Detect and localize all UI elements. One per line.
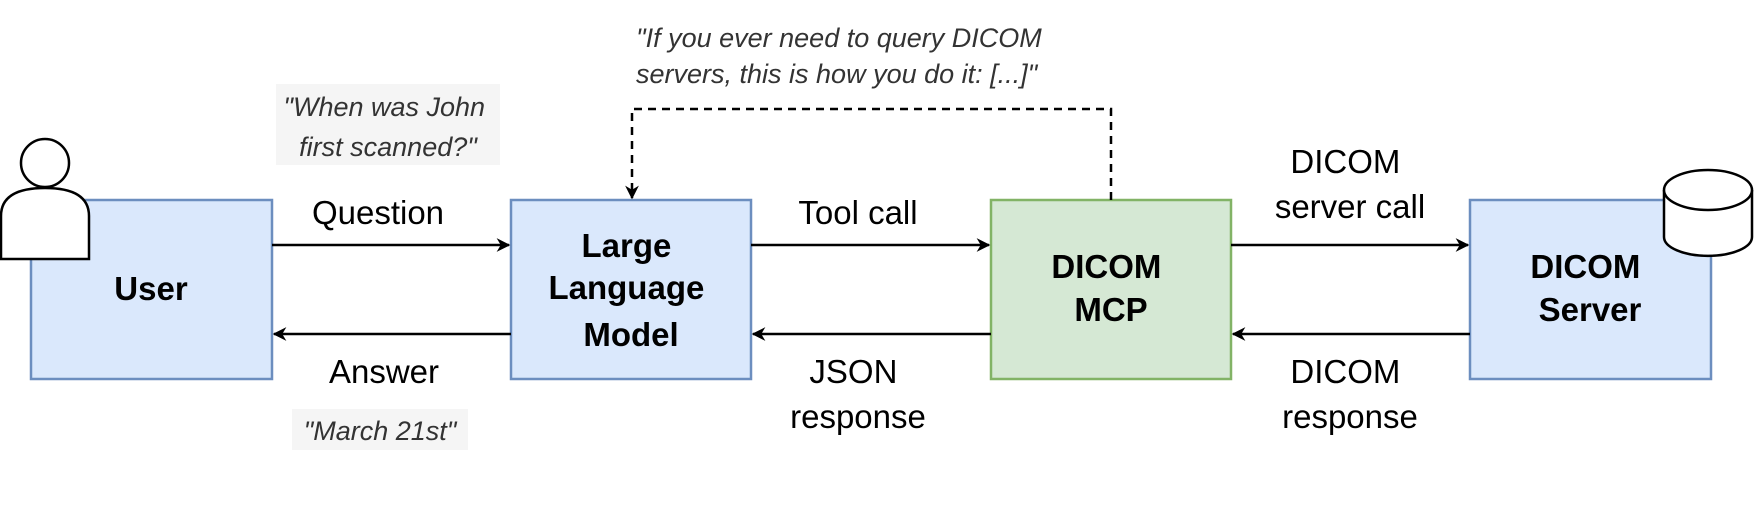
answer-label: Answer <box>329 353 439 390</box>
dicom-mcp-box <box>989 198 1233 381</box>
dicom-server-label: DICOM Server <box>1530 248 1649 328</box>
json-response-label: JSON response <box>790 353 926 435</box>
question-quote: "When was John first scanned?" <box>283 92 492 162</box>
user-label: User <box>114 270 188 307</box>
server-call-label: DICOM server call <box>1275 143 1425 225</box>
instruction-quote: "If you ever need to query DICOM servers… <box>636 23 1049 89</box>
answer-quote: "March 21st" <box>304 416 458 446</box>
tool-call-label: Tool call <box>798 194 917 231</box>
instruction-dashed-arrow <box>625 107 1113 200</box>
answer-quote-background <box>292 409 468 450</box>
question-quote-background <box>276 84 500 165</box>
database-cylinder-icon <box>1662 168 1754 258</box>
llm-box <box>509 198 753 381</box>
dicom-mcp-label: DICOM MCP <box>1051 248 1170 328</box>
llm-label: Large Language Model <box>548 227 713 353</box>
question-label: Question <box>312 194 444 231</box>
person-icon <box>0 137 91 261</box>
dicom-response-label: DICOM response <box>1282 353 1418 435</box>
instruction-quote-background <box>630 18 1093 95</box>
